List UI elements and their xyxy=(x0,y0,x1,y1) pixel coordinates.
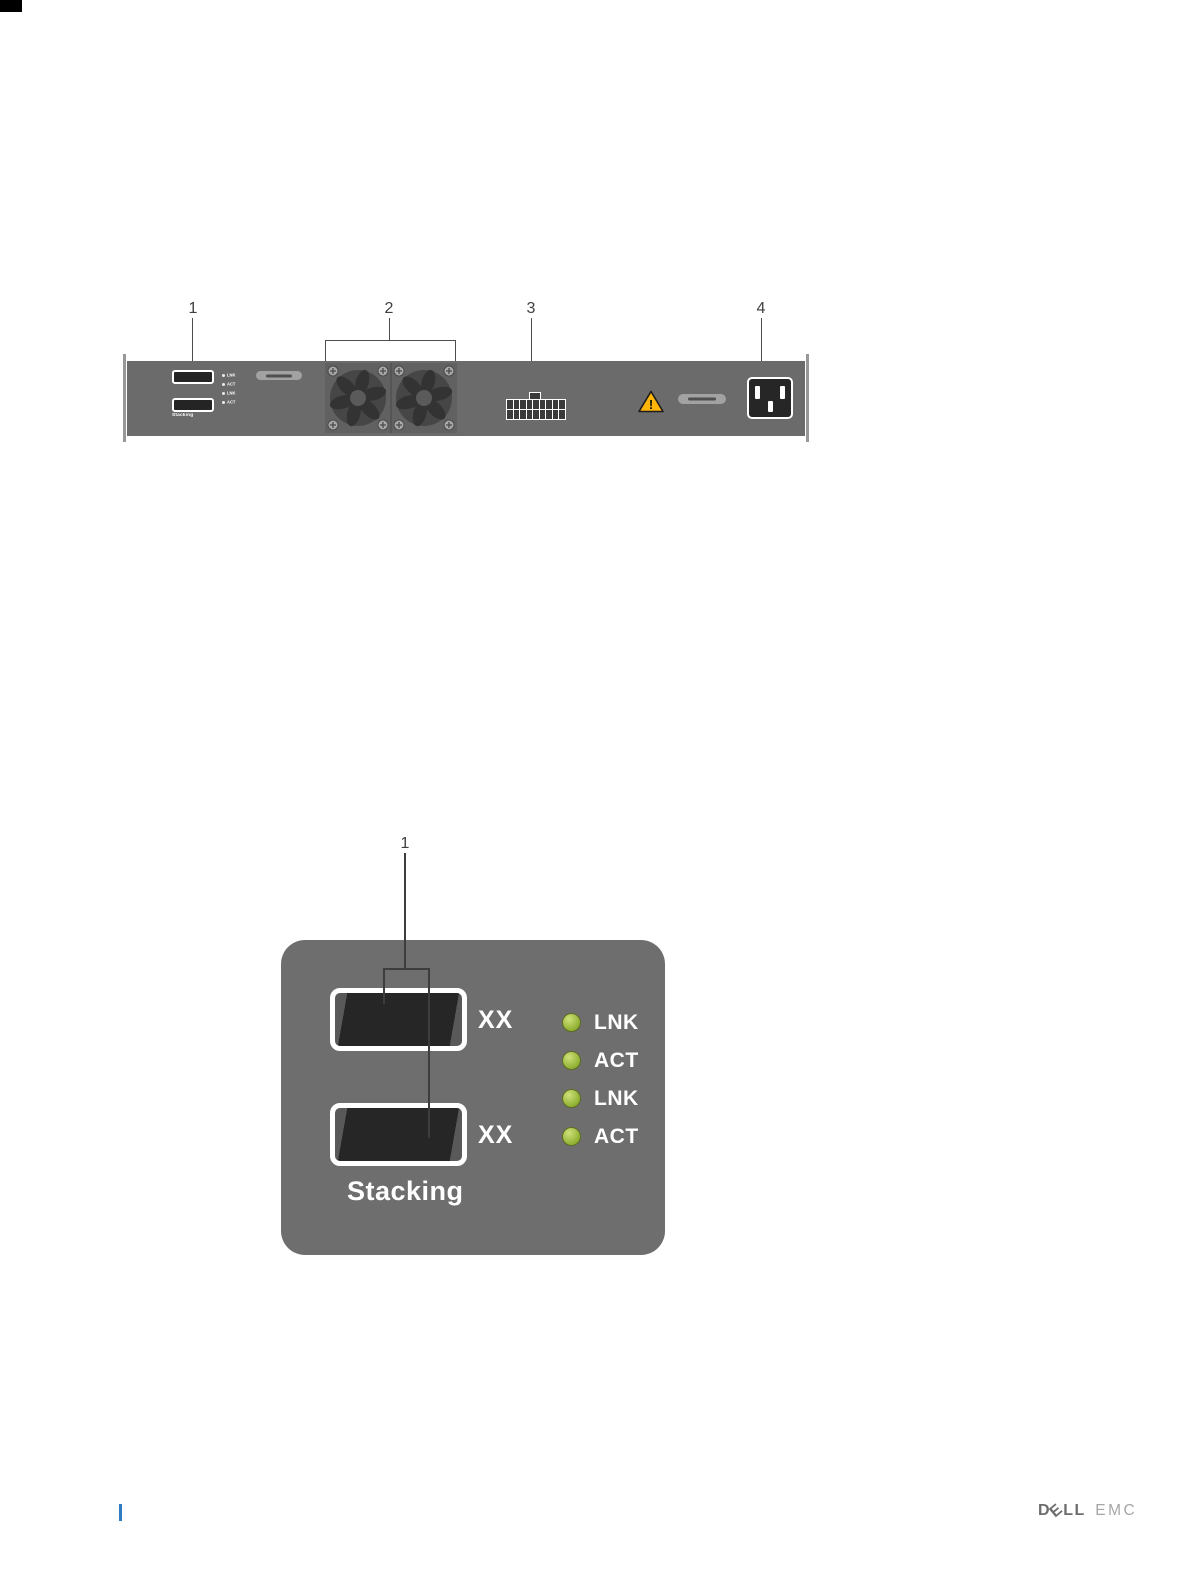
power-inlet-icon xyxy=(747,377,793,419)
led-row: LNK xyxy=(562,1086,639,1110)
leader-line xyxy=(761,318,762,378)
leader-line xyxy=(428,968,430,1138)
emc-wordmark: EMC xyxy=(1095,1502,1138,1519)
latch-handle xyxy=(678,394,726,404)
stacking-port-1 xyxy=(330,988,467,1051)
led-green-icon xyxy=(562,1051,581,1070)
warning-icon: ! xyxy=(638,390,664,413)
led-row: ACT xyxy=(562,1124,639,1148)
leader-line xyxy=(404,853,406,969)
callout-rear-4: 4 xyxy=(756,300,766,317)
led-indicator-row: ACT xyxy=(222,381,239,388)
dell-emc-logo: DELL EMC xyxy=(1038,1500,1138,1521)
led-green-icon xyxy=(562,1127,581,1146)
leader-line xyxy=(531,318,532,396)
leader-line xyxy=(389,318,390,340)
led-label: ACT xyxy=(227,400,236,405)
brand-letter: D xyxy=(1038,1502,1052,1519)
stacking-port-2 xyxy=(330,1103,467,1166)
stacking-port-small-1 xyxy=(172,370,214,384)
led-label: ACT xyxy=(594,1124,639,1148)
inlet-pin xyxy=(780,386,785,399)
led-label: LNK xyxy=(227,391,236,396)
led-label: LNK xyxy=(594,1010,639,1034)
led-row: ACT xyxy=(562,1048,639,1072)
stacking-label-small: Stacking xyxy=(172,413,194,418)
led-indicator-row: ACT xyxy=(222,399,239,406)
latch-slot xyxy=(688,397,716,401)
leader-line xyxy=(383,968,385,1004)
warning-exclamation: ! xyxy=(649,397,653,412)
page-accent-bar xyxy=(119,1504,122,1521)
leader-line xyxy=(325,340,456,341)
led-row: LNK xyxy=(562,1010,639,1034)
dell-wordmark: DELL xyxy=(1038,1500,1086,1521)
panel-mount-ear-left xyxy=(123,354,126,442)
scan-corner-mark xyxy=(0,0,22,12)
stacking-label: Stacking xyxy=(347,1176,464,1206)
callout-detail-1: 1 xyxy=(400,835,410,852)
fan-modules-icon xyxy=(325,363,457,433)
led-label: LNK xyxy=(594,1086,639,1110)
stacking-port-small-2 xyxy=(172,398,214,412)
brand-letter: LL xyxy=(1063,1502,1086,1519)
port-1-label: XX xyxy=(478,1006,514,1034)
rear-panel: Stacking LNK ACT LNK ACT xyxy=(127,361,805,436)
led-label: ACT xyxy=(227,382,236,387)
led-green-icon xyxy=(562,1089,581,1108)
latch-handle xyxy=(256,371,302,380)
led-label: LNK xyxy=(227,373,236,378)
leader-line xyxy=(383,968,430,970)
latch-slot xyxy=(266,374,292,377)
power-connector-grid xyxy=(506,399,566,420)
callout-rear-1: 1 xyxy=(188,300,198,317)
port-2-label: XX xyxy=(478,1121,514,1149)
led-green-icon xyxy=(562,1013,581,1032)
leader-line xyxy=(325,340,326,364)
callout-rear-2: 2 xyxy=(384,300,394,317)
led-dot xyxy=(222,392,225,395)
led-dot xyxy=(222,401,225,404)
callout-rear-3: 3 xyxy=(526,300,536,317)
led-indicator-row: LNK xyxy=(222,390,239,397)
leader-line xyxy=(455,340,456,364)
inlet-pin xyxy=(767,401,773,412)
led-indicator-row: LNK xyxy=(222,372,239,379)
led-dot xyxy=(222,374,225,377)
led-dot xyxy=(222,383,225,386)
panel-mount-ear-right xyxy=(806,354,809,442)
inlet-pin xyxy=(755,386,760,399)
led-label: ACT xyxy=(594,1048,639,1072)
stacking-detail-panel: XX XX LNK ACT LNK ACT Stacking xyxy=(281,940,665,1255)
leader-line xyxy=(192,318,193,366)
